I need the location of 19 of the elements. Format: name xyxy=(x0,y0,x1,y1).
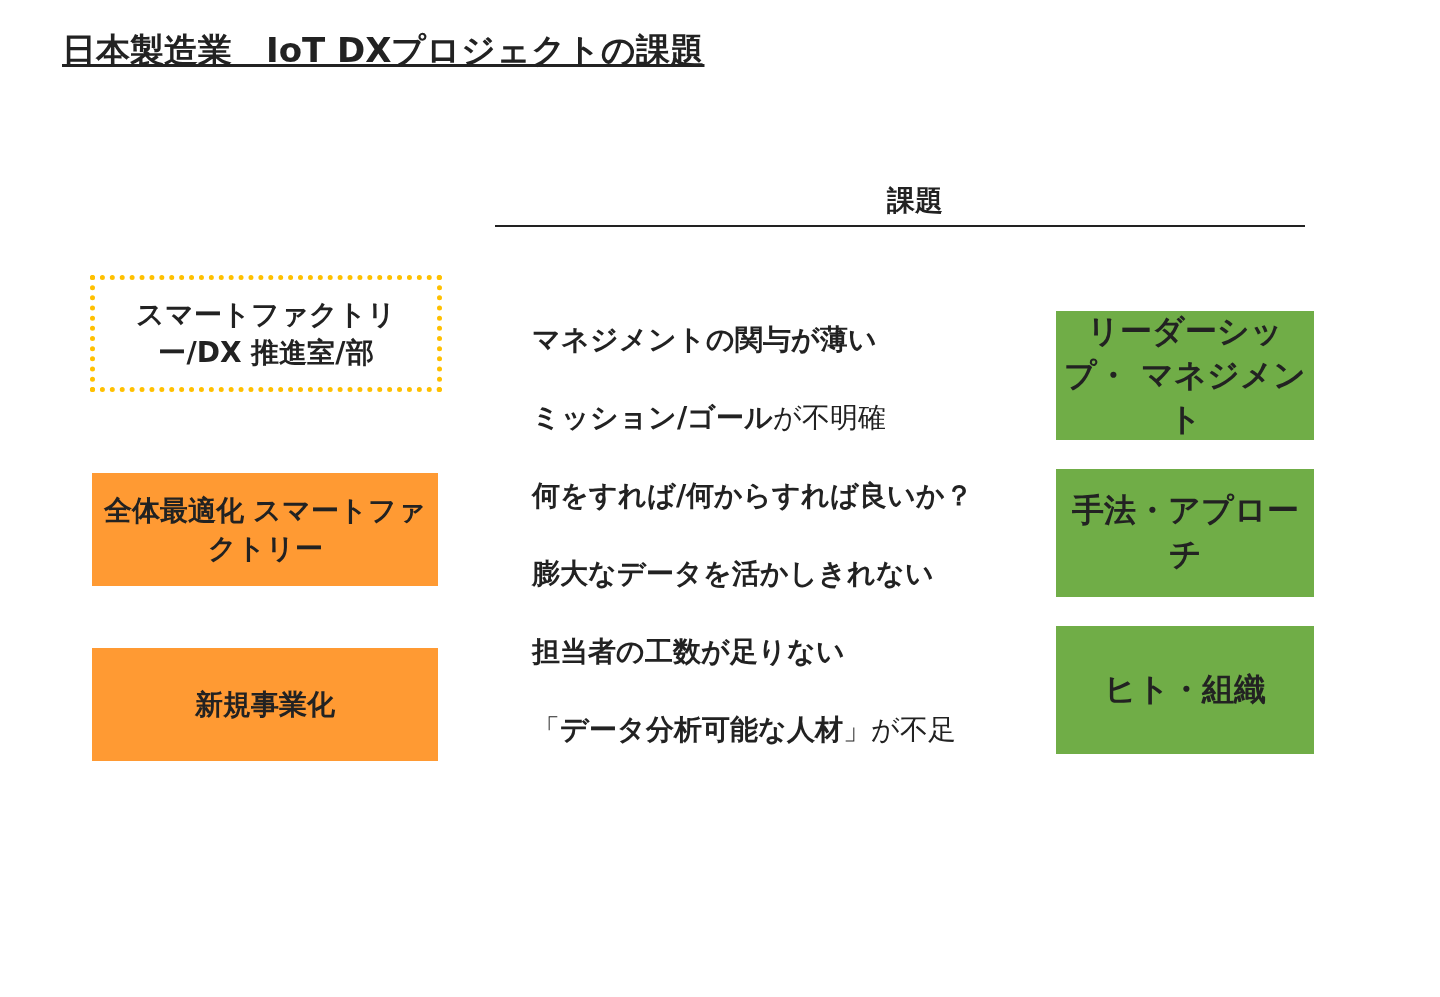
issue-text: 「データ分析可能な人材」が不足 xyxy=(532,712,956,748)
issue-text: ミッション/ゴールが不明確 xyxy=(532,400,887,436)
issue-text: マネジメントの関与が薄い xyxy=(532,322,877,358)
box-label: スマートファクトリー/DX 推進室/部 xyxy=(135,296,397,371)
box-label: 新規事業化 xyxy=(195,686,335,723)
slide-title: 日本製造業 IoT DXプロジェクトの課題 xyxy=(62,29,705,72)
box-label: リーダーシップ・ マネジメント xyxy=(1063,310,1307,440)
section-heading: 課題 xyxy=(886,183,944,219)
box-label: ヒト・組織 xyxy=(1104,669,1266,710)
dotted-box xyxy=(90,275,442,392)
box-label: 全体最適化 スマートファクトリー xyxy=(102,492,428,567)
issue-text: 膨大なデータを活かしきれない xyxy=(532,556,934,592)
issue-text: 何をすれば/何からすれば良いか？ xyxy=(532,478,974,514)
category-box xyxy=(1056,469,1314,597)
box-label: 手法・アプローチ xyxy=(1070,490,1300,575)
category-box xyxy=(1056,626,1314,754)
category-box xyxy=(92,473,438,586)
issue-text: 担当者の工数が足りない xyxy=(532,634,845,670)
category-box xyxy=(92,648,438,761)
